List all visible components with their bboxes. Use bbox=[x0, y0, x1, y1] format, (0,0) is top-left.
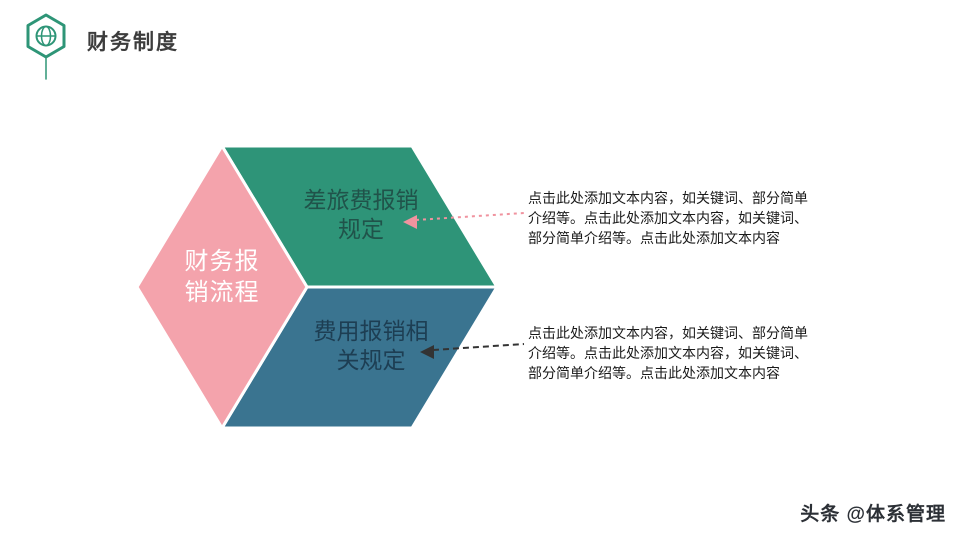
watermark: 头条 @体系管理 bbox=[800, 504, 946, 525]
cube-top-face-label: 差旅费报销 规定 bbox=[303, 187, 419, 242]
annotation-text-2: 点击此处添加文本内容，如关键词、部分简单 介绍等。点击此处添加文本内容，如关键词… bbox=[528, 325, 808, 381]
annotation-text-1: 点击此处添加文本内容，如关键词、部分简单 介绍等。点击此处添加文本内容，如关键词… bbox=[528, 190, 808, 246]
cube-left-face-shape bbox=[135, 144, 309, 430]
globe-hexagon-icon bbox=[26, 13, 66, 80]
cube-bottom-face-label: 费用报销相 关规定 bbox=[313, 318, 429, 373]
cube-left-face-label: 财务报 销流程 bbox=[184, 248, 260, 306]
page-title: 财务制度 bbox=[87, 31, 179, 54]
annotation-arrow-1 bbox=[403, 212, 525, 229]
annotation-arrow-2 bbox=[420, 343, 525, 359]
